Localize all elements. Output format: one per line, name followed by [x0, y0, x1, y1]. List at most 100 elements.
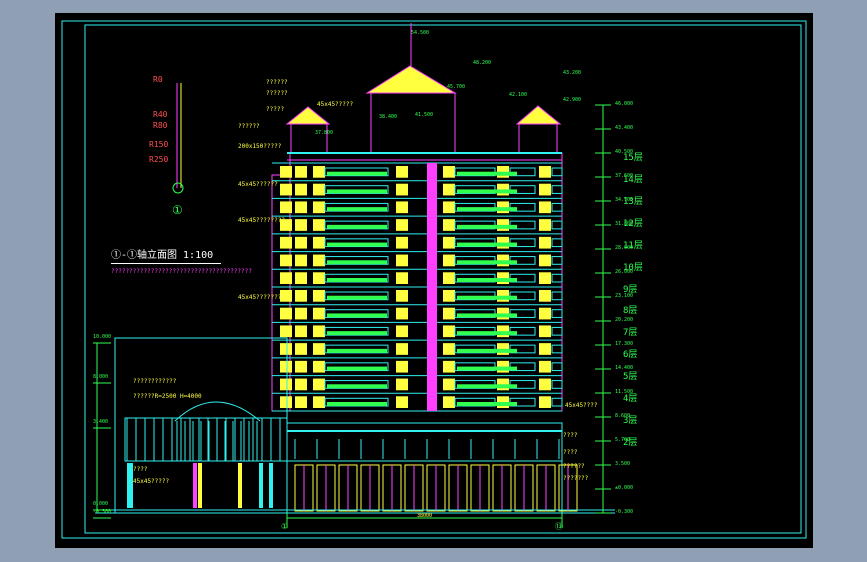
note: 200x150?????: [238, 143, 282, 150]
roof-block: [370, 92, 456, 154]
floor-label: 6层: [623, 350, 638, 361]
note: 45x45??????: [238, 181, 278, 188]
yellow-panel: [295, 236, 307, 249]
balcony-rail: [327, 260, 387, 265]
balcony-rail: [457, 384, 517, 389]
floor-label: 9层: [623, 284, 638, 295]
cad-viewport[interactable]: ①-①轴立面图 1:100 ??????????????????????????…: [55, 13, 813, 548]
elevation-value: 34.700: [615, 197, 634, 203]
elevation-value: 23.100: [615, 293, 634, 299]
yellow-panel: [396, 307, 408, 320]
yellow-panel: [396, 166, 408, 178]
yellow-panel: [443, 396, 455, 408]
balcony-rail: [327, 171, 387, 176]
annex-column: [238, 463, 242, 508]
yellow-panel: [443, 219, 455, 231]
yellow-panel: [396, 183, 408, 196]
radius-label: R40: [153, 110, 168, 119]
elevation-value: 38.400: [379, 114, 398, 120]
yellow-panel: [539, 360, 551, 373]
balcony-rail: [457, 278, 517, 282]
annex-column: [193, 463, 197, 508]
yellow-panel: [396, 236, 408, 249]
balcony-rail: [327, 224, 387, 229]
window: [324, 309, 389, 318]
yellow-panel: [280, 325, 292, 338]
yellow-panel: [313, 343, 325, 355]
yellow-panel: [443, 325, 455, 338]
axis-mark: ①: [281, 522, 289, 531]
balcony-rail: [327, 384, 387, 389]
window: [551, 256, 563, 265]
yellow-panel: [280, 236, 292, 249]
yellow-panel: [539, 219, 551, 231]
balcony-rail: [327, 348, 387, 353]
yellow-panel: [295, 325, 307, 338]
elevation-value: 28.900: [615, 245, 634, 251]
yellow-panel: [280, 183, 292, 196]
yellow-panel: [539, 166, 551, 178]
yellow-panel: [313, 290, 325, 302]
window: [324, 380, 389, 389]
elevation-value: ±0.000: [615, 485, 634, 491]
yellow-panel: [313, 254, 325, 267]
yellow-panel: [295, 343, 307, 355]
yellow-panel: [539, 201, 551, 214]
yellow-panel: [280, 272, 292, 284]
elevation-value: 41.500: [415, 112, 434, 118]
inner-border: [84, 24, 802, 534]
yellow-panel: [443, 166, 455, 178]
elevation-value: -0.300: [615, 509, 634, 515]
elevation-value: 46.000: [615, 101, 634, 107]
balcony-rail: [457, 171, 517, 176]
annex-column: [269, 463, 273, 508]
balcony-rail: [327, 242, 387, 247]
yellow-panel: [280, 219, 292, 231]
elevation-value: 20.200: [615, 317, 634, 323]
overall-dimension: 38000: [417, 513, 433, 519]
yellow-panel: [443, 272, 455, 284]
floor-label: 14层: [623, 174, 643, 185]
yellow-panel: [295, 219, 307, 231]
elevation-value: 11.500: [615, 389, 634, 395]
elevation-value: 42.900: [563, 97, 582, 103]
yellow-panel: [396, 360, 408, 373]
yellow-panel: [295, 272, 307, 284]
yellow-panel: [539, 290, 551, 302]
balcony-rail: [327, 189, 387, 194]
building-elevation: [114, 23, 578, 514]
yellow-panel: [443, 290, 455, 302]
balcony-rail: [457, 242, 517, 247]
note: ????????????: [133, 378, 177, 385]
yellow-panel: [539, 183, 551, 196]
balcony-rail: [457, 295, 517, 300]
elevation-value: 0.000: [93, 501, 109, 507]
yellow-panel: [280, 378, 292, 391]
balcony-rail: [457, 402, 517, 406]
note: ??????: [266, 79, 288, 86]
note: 45x45???????: [238, 294, 282, 301]
yellow-panel: [280, 254, 292, 267]
annex-column: [198, 463, 202, 508]
elevation-value: 43.200: [563, 70, 582, 76]
yellow-panel: [295, 378, 307, 391]
yellow-panel: [443, 236, 455, 249]
balcony-rail: [327, 295, 387, 300]
elevation-value: 42.100: [509, 92, 528, 98]
balcony-rail: [457, 348, 517, 353]
right-turret: [518, 123, 558, 154]
balcony-rail: [327, 313, 387, 318]
elevation-value: 54.500: [411, 30, 430, 36]
yellow-panel: [443, 360, 455, 373]
yellow-panel: [313, 378, 325, 391]
drawing-canvas: [61, 20, 807, 539]
dome: [174, 401, 261, 422]
note: 45x45?????: [317, 101, 354, 108]
yellow-panel: [295, 166, 307, 178]
elevation-value: 14.400: [615, 365, 634, 371]
yellow-panel: [280, 290, 292, 302]
floor-label: 11层: [623, 240, 643, 251]
dimension-lines: [93, 104, 615, 528]
yellow-panel: [539, 378, 551, 391]
balcony-rail: [457, 331, 517, 336]
